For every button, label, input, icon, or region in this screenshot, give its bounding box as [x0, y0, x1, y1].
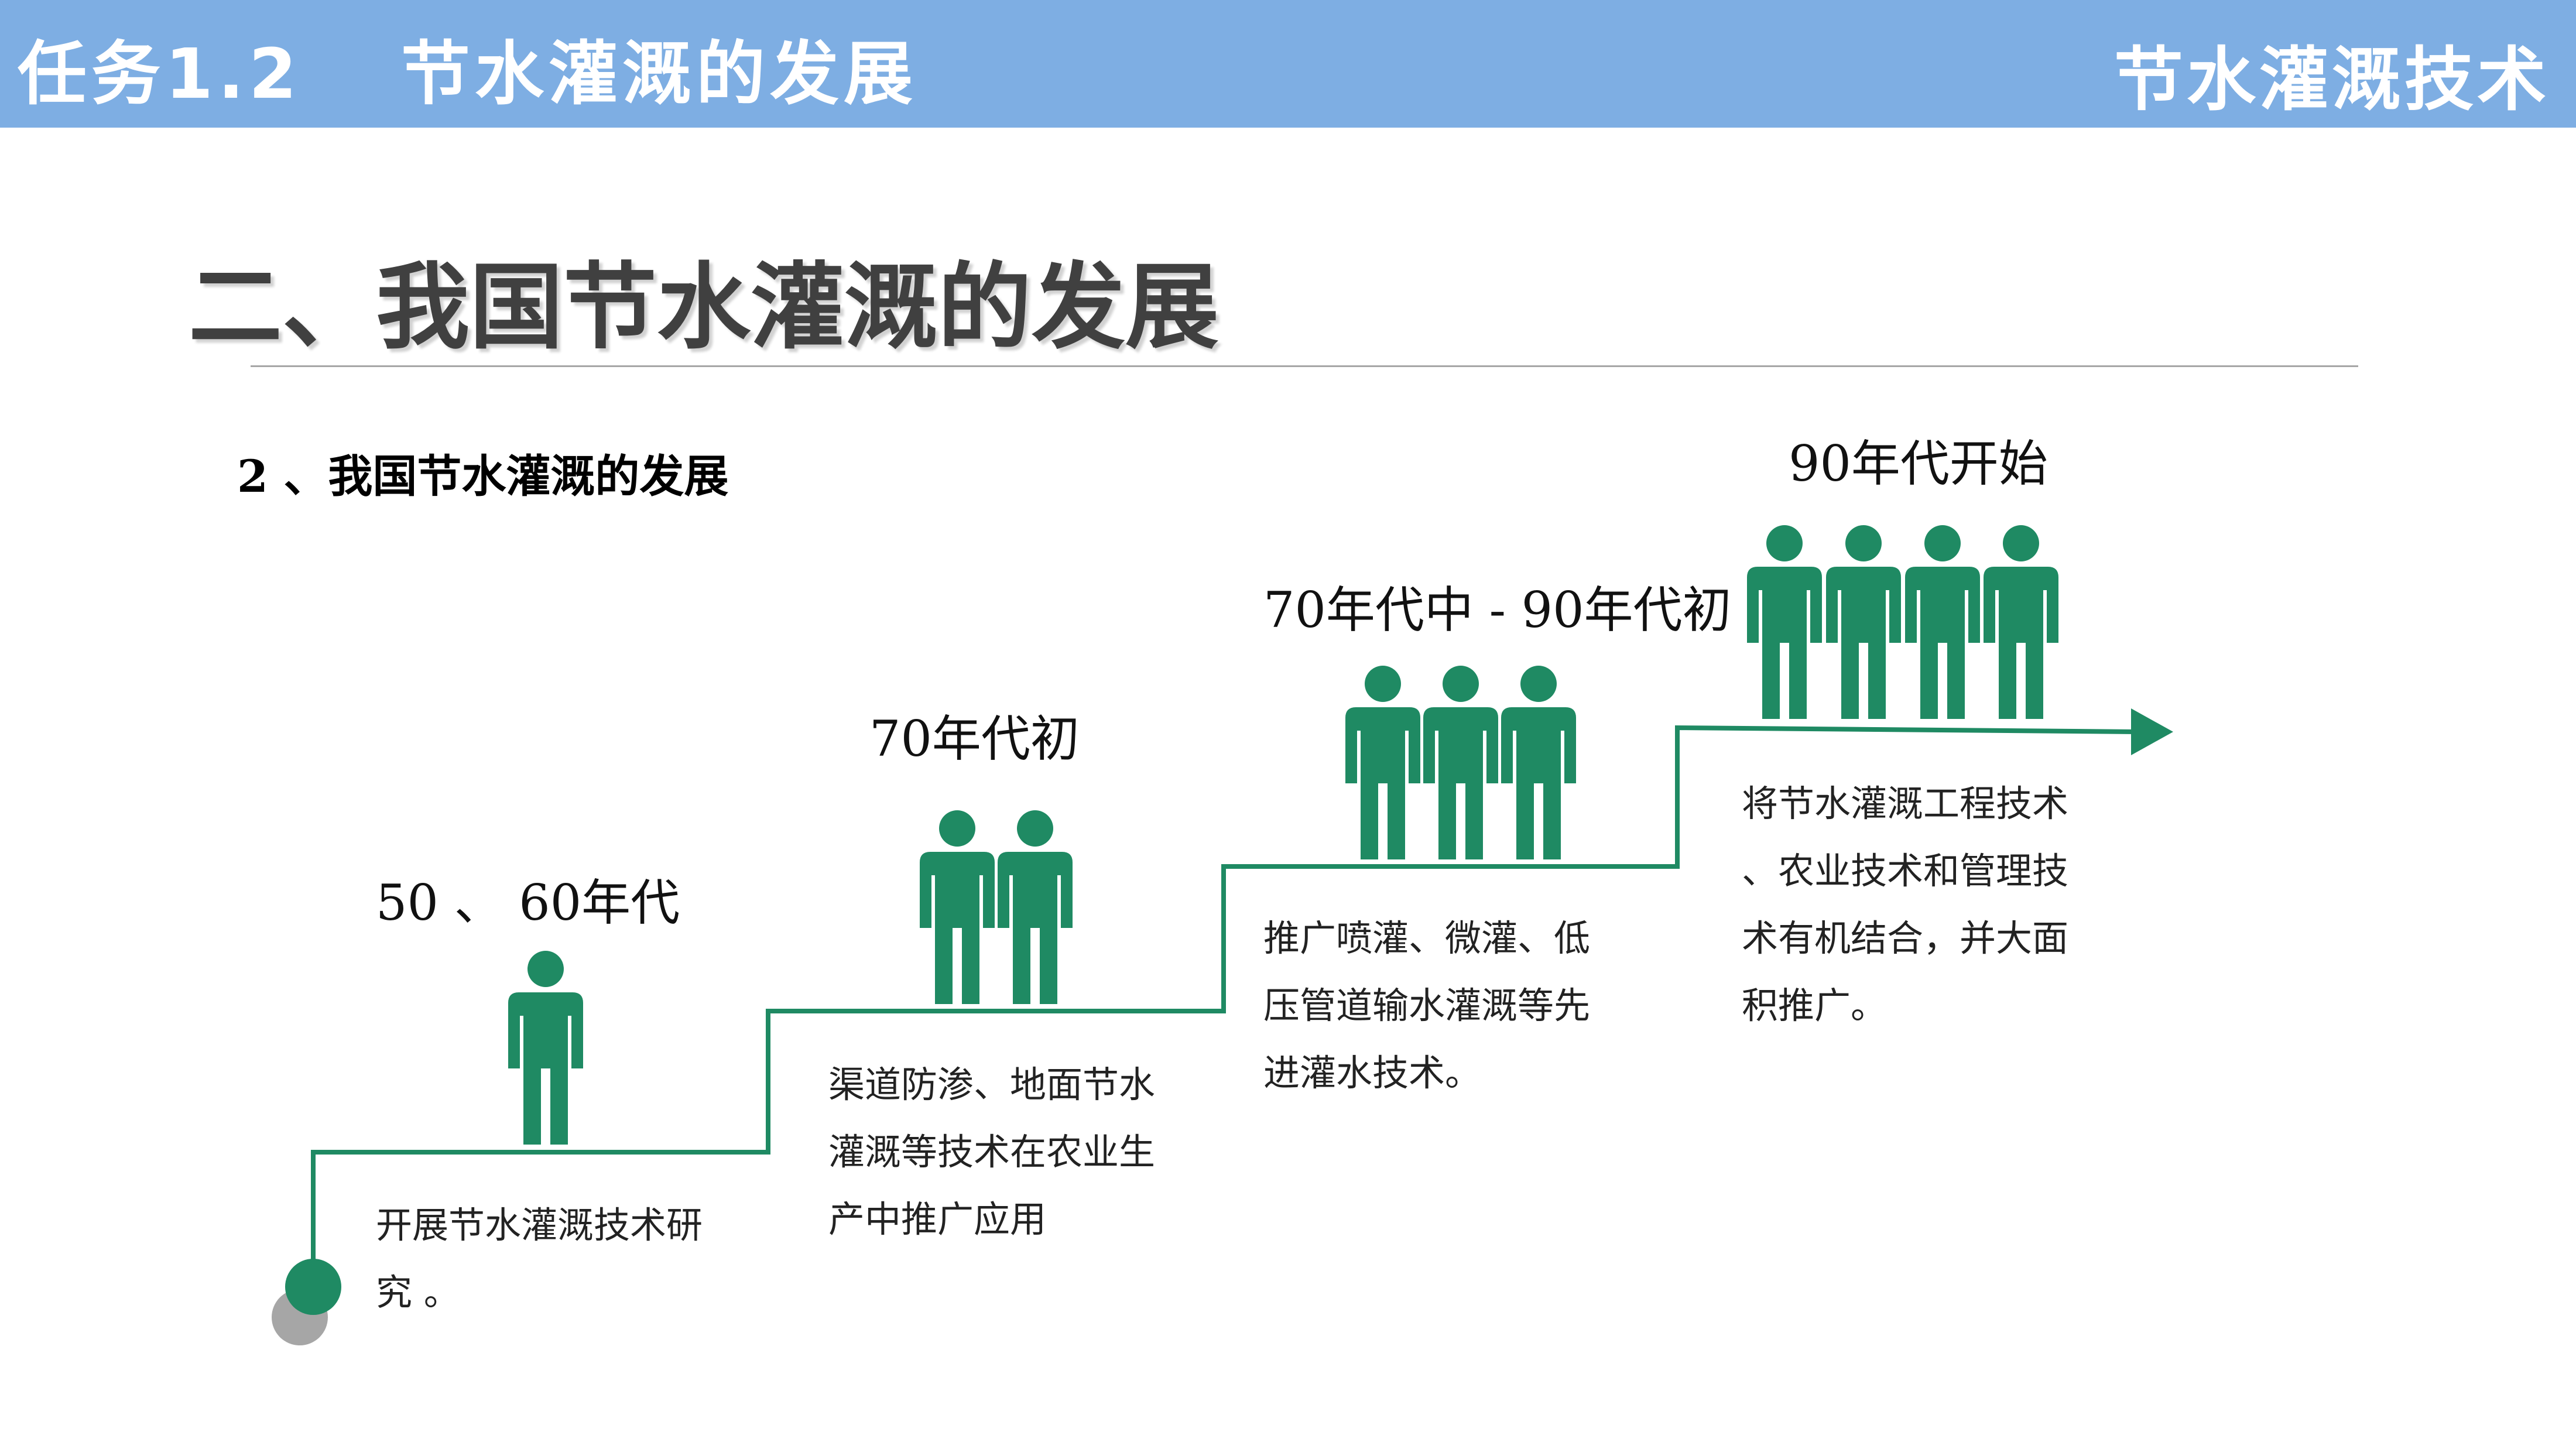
section-subheading: 2 、我国节水灌溉的发展 [237, 450, 729, 502]
person-icon [998, 810, 1073, 1004]
page-title: 二、我国节水灌溉的发展 [189, 252, 1220, 362]
stage-period: 50 、 60年代 [376, 874, 680, 931]
person-icon [1423, 666, 1498, 859]
person-icon [1905, 525, 1980, 719]
description-line: 、农业技术和管理技 [1742, 849, 2069, 892]
stage-description: 渠道防渗、地面节水 灌溉等技术在农业生 产中推广应用 [828, 1051, 1215, 1253]
header-bar: 任务1.2 节水灌溉的发展 节水灌溉技术 [0, 0, 2576, 128]
person-icon [1984, 525, 2058, 719]
arrow-right-icon [2131, 708, 2173, 755]
description-line: 渠道防渗、地面节水 [828, 1063, 1156, 1106]
person-icon [1826, 525, 1901, 719]
description-line: 积推广。 [1742, 984, 1888, 1027]
description-line: 推广喷灌、微灌、低 [1263, 917, 1591, 960]
person-icon [508, 951, 583, 1145]
description-line: 灌溉等技术在农业生 [828, 1131, 1156, 1173]
timeline-line [311, 725, 2137, 1287]
stage-period: 70年代中 - 90年代初 [1263, 581, 1732, 639]
description-line: 开展节水灌溉技术研 [376, 1204, 703, 1246]
stage-description: 将节水灌溉工程技术 、农业技术和管理技 术有机结合，并大面 积推广。 [1742, 770, 2128, 1039]
person-icon [1345, 666, 1420, 859]
description-line: 进灌水技术。 [1263, 1051, 1482, 1094]
stage-period: 70年代初 [869, 710, 1080, 768]
task-code: 任务1.2 [18, 33, 302, 114]
stage-description: 推广喷灌、微灌、低 压管道输水灌溉等先 进灌水技术。 [1263, 905, 1650, 1107]
stage-description: 开展节水灌溉技术研 究 。 [376, 1191, 762, 1326]
description-line: 将节水灌溉工程技术 [1742, 782, 2069, 825]
description-line: 术有机结合，并大面 [1742, 917, 2069, 960]
person-icon [1501, 666, 1576, 859]
task-name: 节水灌溉的发展 [401, 33, 918, 114]
description-line: 究 。 [376, 1271, 460, 1314]
person-icon [1747, 525, 1822, 719]
title-divider [251, 365, 2358, 367]
description-line: 产中推广应用 [828, 1198, 1047, 1241]
stage-period: 90年代开始 [1789, 435, 2048, 492]
course-title: 节水灌溉技术 [2113, 39, 2550, 120]
task-heading: 任务1.2 节水灌溉的发展 [18, 18, 917, 118]
person-icon [920, 810, 995, 1004]
description-line: 压管道输水灌溉等先 [1263, 984, 1591, 1027]
